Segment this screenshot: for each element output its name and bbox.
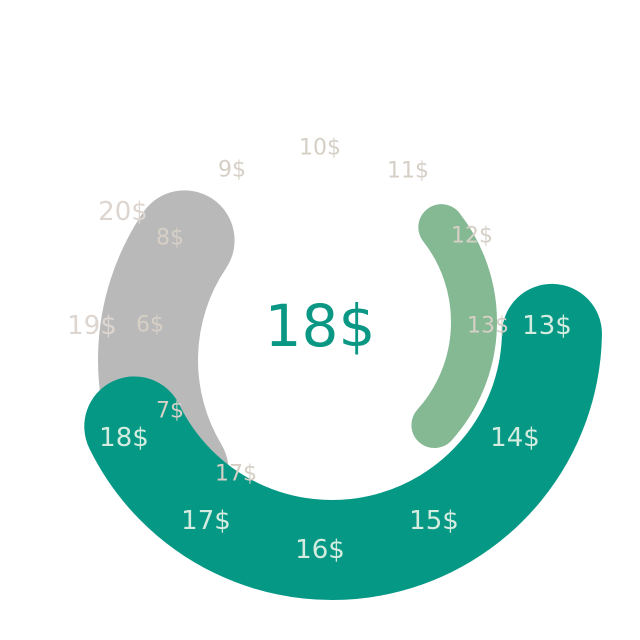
selected-value: 18$	[265, 292, 376, 360]
active-range-band[interactable]	[84, 283, 602, 600]
inner-ring-band	[411, 204, 497, 449]
active-range-label[interactable]: 18$	[99, 423, 149, 453]
inner-ring-label: 7$	[156, 399, 184, 424]
active-range-label[interactable]: 13$	[522, 311, 572, 341]
dial-bands	[84, 190, 602, 600]
outer-range-label[interactable]: 19$	[67, 311, 117, 341]
active-range-label[interactable]: 15$	[409, 506, 459, 536]
inner-ring-label: 17$	[215, 462, 257, 487]
outer-range-label[interactable]: 20$	[98, 197, 148, 227]
inner-ring-label: 13$	[467, 314, 509, 339]
inner-ring-label: 6$	[136, 313, 164, 338]
inner-ring-label: 12$	[451, 224, 493, 249]
inner-ring-label: 10$	[299, 136, 341, 161]
active-range-label[interactable]: 14$	[490, 423, 540, 453]
inner-ring-labels: 8$ 9$ 10$ 11$ 12$ 13$ 6$ 7$ 17$ 5$	[136, 136, 509, 487]
inner-ring-label: 8$	[156, 226, 184, 251]
outer-range-labels: 20$ 19$ 18$ 17$ 16$ 15$ 14$ 13$	[67, 197, 572, 565]
active-range-label[interactable]: 16$	[295, 535, 345, 565]
inner-ring-label: 9$	[218, 158, 246, 183]
inner-ring-label: 11$	[387, 159, 429, 184]
active-range-label[interactable]: 17$	[181, 506, 231, 536]
